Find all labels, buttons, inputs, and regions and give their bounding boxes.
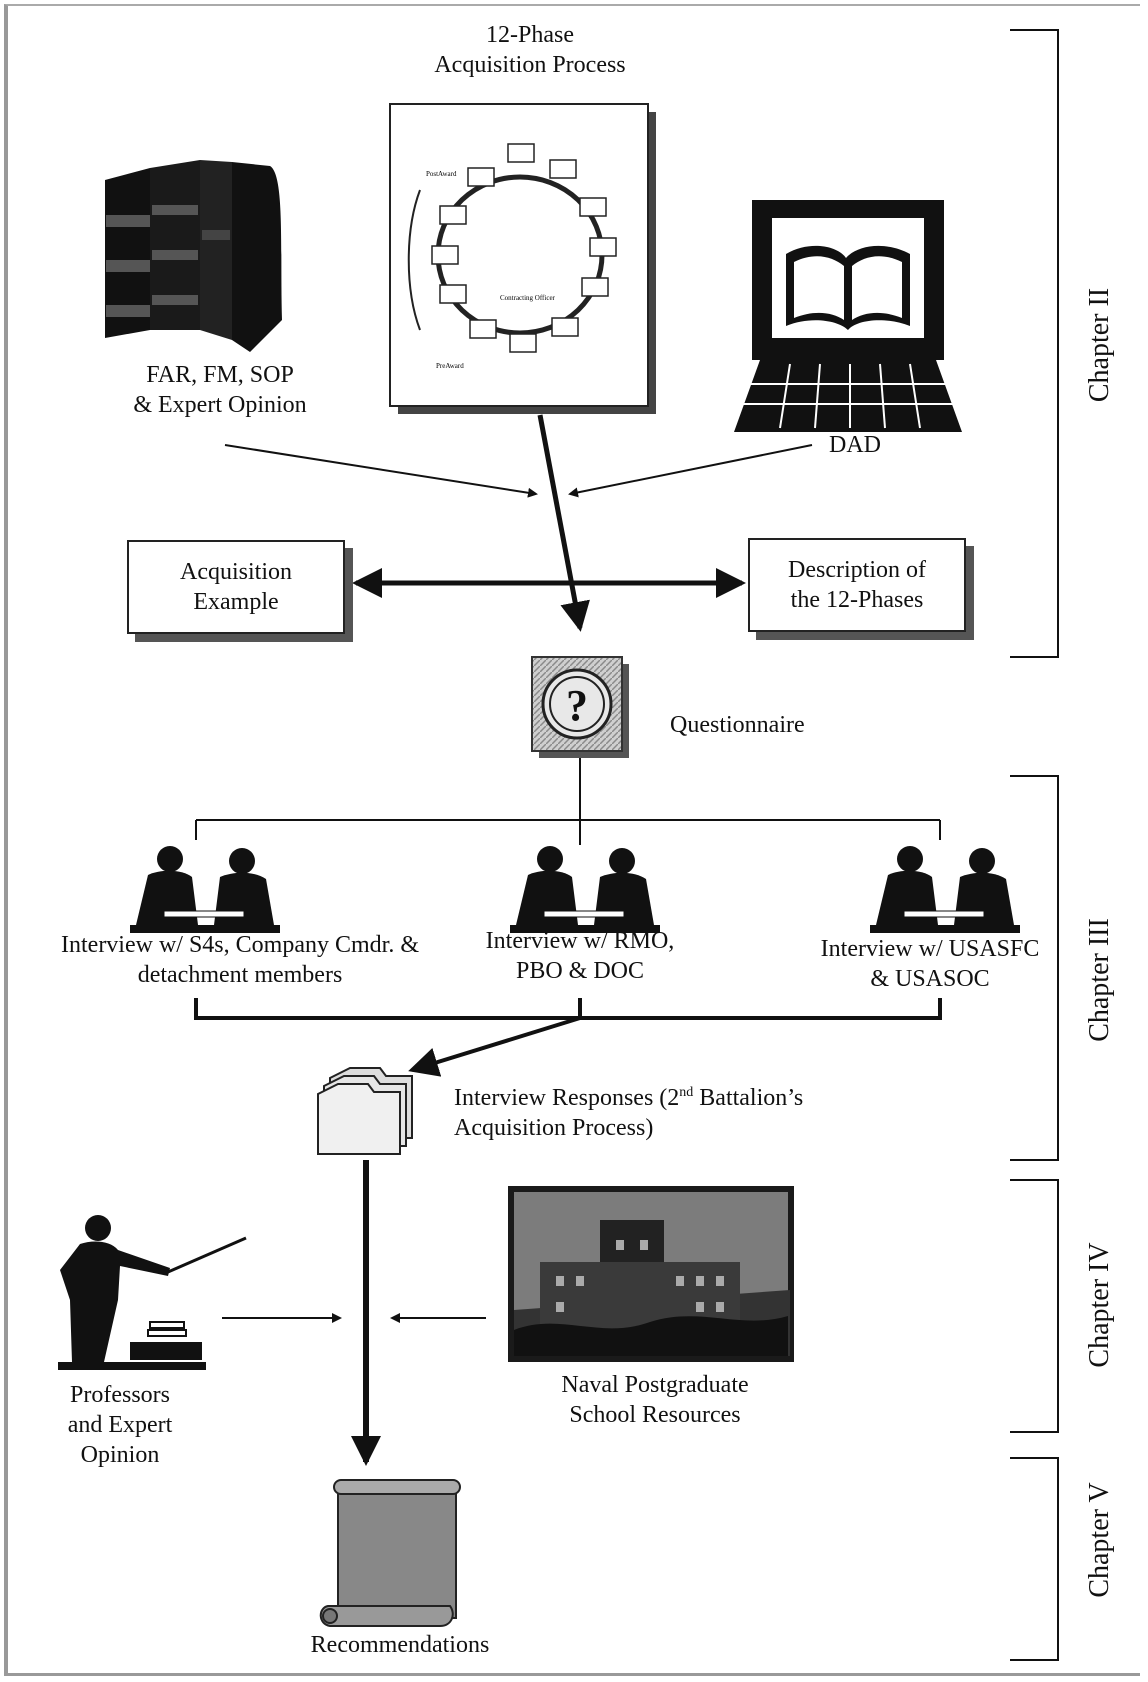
- cycle-label-postaward: PostAward: [426, 170, 457, 178]
- arrow-far-to-center: [224, 444, 538, 498]
- interview1-line1: Interview w/ S4s, Company Cmdr. &: [61, 932, 419, 958]
- professors-line3: Opinion: [80, 1442, 160, 1468]
- professors-label: Professors and Expert Opinion: [40, 1380, 200, 1470]
- interview-icon-3: [870, 846, 1020, 933]
- far-label-line1: FAR, FM, SOP: [146, 362, 294, 388]
- interview-connectors: [194, 758, 942, 1020]
- professors-line2: and Expert: [67, 1412, 173, 1438]
- cycle-title: 12-Phase Acquisition Process: [410, 20, 650, 80]
- cycle-title-line2: Acquisition Process: [434, 52, 626, 78]
- interview-icon-1: [130, 846, 280, 933]
- acquisition-example-line2: Example: [193, 589, 279, 615]
- cycle-diagram-image: [389, 103, 656, 414]
- chapter-3-label: Chapter III: [1084, 918, 1115, 1042]
- interview2-label: Interview w/ RMO, PBO & DOC: [460, 926, 700, 986]
- interview2-line1: Interview w/ RMO,: [485, 928, 675, 954]
- professor-icon: [58, 1215, 247, 1370]
- arrow-interviews-to-responses: [408, 1016, 581, 1077]
- interview1-label: Interview w/ S4s, Company Cmdr. & detach…: [30, 930, 450, 990]
- interview2-line2: PBO & DOC: [515, 958, 645, 984]
- question-icon: ?: [531, 656, 629, 758]
- page-frame: [4, 4, 1140, 1676]
- cycle-title-line1: 12-Phase: [486, 22, 574, 48]
- description-box: Description of the 12-Phases: [748, 538, 966, 632]
- acquisition-example-line1: Acquisition: [180, 559, 292, 585]
- chapter-2-label: Chapter II: [1084, 287, 1115, 403]
- arrow-dad-to-center: [568, 444, 813, 498]
- responses-line1: Interview Responses (2nd Battalion’s: [454, 1085, 804, 1111]
- dad-label: DAD: [829, 432, 881, 458]
- nps-label: Naval Postgraduate School Resources: [530, 1370, 780, 1430]
- description-line2: the 12-Phases: [790, 587, 924, 613]
- description-line1: Description of: [788, 557, 926, 583]
- interview3-line1: Interview w/ USASFC: [820, 936, 1040, 962]
- chapter-4-label: Chapter IV: [1084, 1242, 1115, 1368]
- nps-building-image: [508, 1186, 794, 1362]
- arrow-cycle-to-questionnaire: [537, 414, 590, 632]
- interview3-line2: & USASOC: [870, 966, 990, 992]
- svg-text:?: ?: [566, 681, 588, 730]
- responses-label: Interview Responses (2nd Battalion’s Acq…: [454, 1078, 803, 1143]
- responses-line2: Acquisition Process): [454, 1115, 654, 1141]
- interview1-line2: detachment members: [137, 962, 343, 988]
- acquisition-example-box: Acquisition Example: [127, 540, 345, 634]
- scroll-icon: [319, 1479, 461, 1627]
- nps-line1: Naval Postgraduate: [561, 1372, 749, 1398]
- computer-icon: [734, 200, 962, 432]
- interview-icon-2: [510, 846, 660, 933]
- professors-line1: Professors: [70, 1382, 170, 1408]
- nps-line2: School Resources: [569, 1402, 741, 1428]
- cycle-label-center: Contracting Officer: [500, 294, 556, 302]
- far-label: FAR, FM, SOP & Expert Opinion: [100, 360, 340, 420]
- chapter-5-label: Chapter V: [1084, 1482, 1115, 1598]
- cycle-label-preaward: PreAward: [436, 362, 464, 370]
- recommendations-label: Recommendations: [310, 1632, 490, 1658]
- questionnaire-label: Questionnaire: [670, 712, 805, 738]
- folders-icon: [317, 1067, 413, 1155]
- chapter-brackets: [1010, 29, 1059, 1661]
- far-label-line2: & Expert Opinion: [133, 392, 307, 418]
- interview3-label: Interview w/ USASFC & USASOC: [790, 934, 1070, 994]
- books-icon: [105, 160, 282, 352]
